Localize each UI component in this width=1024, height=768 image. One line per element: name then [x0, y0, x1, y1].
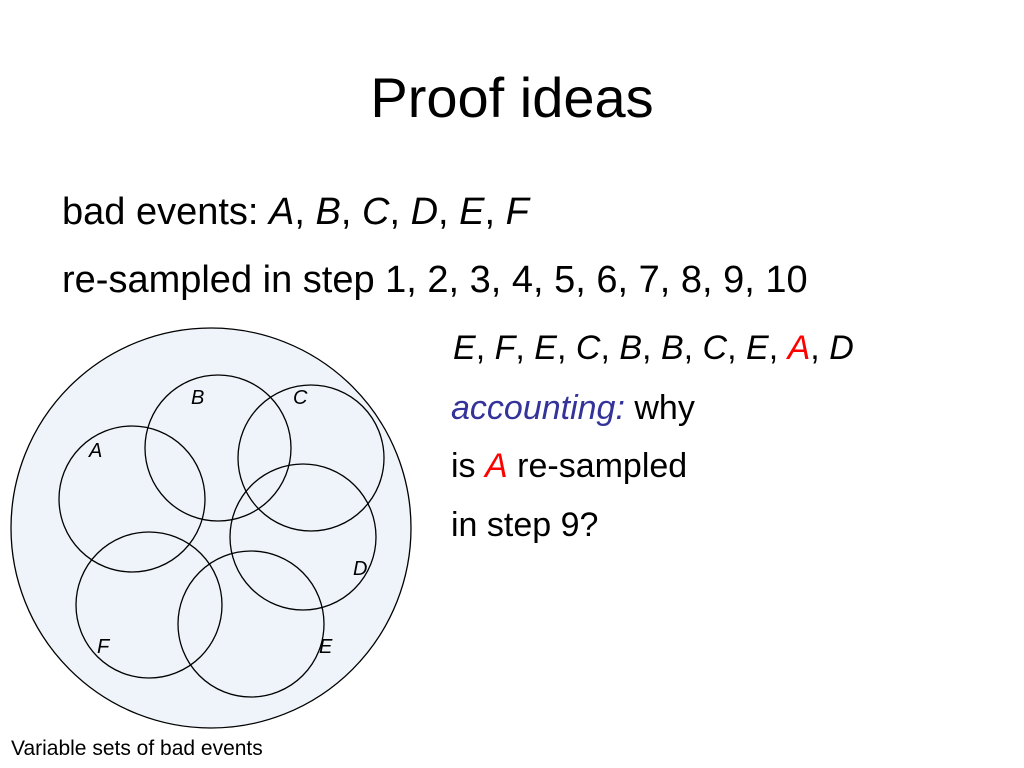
sequence-event: E	[453, 329, 476, 367]
bad-event-separator: ,	[294, 191, 316, 233]
sequence-event: B	[660, 329, 684, 367]
bad-event-separator: ,	[340, 191, 363, 233]
question-line-3: in step 9?	[451, 503, 598, 547]
slide-title: Proof ideas	[370, 66, 654, 129]
resample-steps: 1, 2, 3, 4, 5, 6, 7, 8, 9, 10	[385, 259, 808, 301]
set-c-circle	[237, 384, 385, 532]
question-line-2: is A re-sampled	[451, 444, 687, 488]
sequence-separator: ,	[642, 329, 661, 367]
sequence-event: D	[829, 329, 854, 367]
bad-event-a: A	[269, 191, 295, 233]
set-a-label: A	[88, 440, 102, 462]
accounting-label: accounting:	[451, 389, 625, 427]
diagram-caption: Variable sets of bad events	[11, 737, 263, 760]
question-step: in step 9?	[451, 506, 599, 544]
bad-events-line: bad events: A, B, C, D, E, F	[62, 188, 529, 236]
resample-prefix: re-sampled in step	[62, 259, 386, 301]
sequence-event: C	[702, 329, 728, 367]
bad-event-c: C	[362, 191, 390, 233]
sequence-separator: ,	[810, 329, 830, 367]
sequence-event: B	[619, 329, 643, 367]
bad-events-prefix: bad events:	[62, 191, 270, 233]
set-b-circle	[144, 374, 292, 522]
sequence-event: F	[494, 329, 516, 367]
sequence-separator: ,	[515, 329, 535, 367]
sequence-separator: ,	[727, 329, 746, 367]
sequence-separator: ,	[600, 329, 620, 367]
sequence-event: E	[534, 329, 557, 367]
sequence-separator: ,	[556, 329, 576, 367]
sequence-event: C	[575, 329, 601, 367]
question-why: why	[624, 389, 695, 427]
question-event: A	[485, 447, 508, 485]
resample-sequence: E, F, E, C, B, B, C, E, A, D	[453, 326, 854, 370]
sequence-event-highlighted: A	[787, 329, 811, 367]
bad-event-f: F	[505, 191, 529, 233]
bad-event-separator: ,	[389, 191, 411, 233]
bad-event-separator: ,	[438, 191, 460, 233]
sequence-separator: ,	[683, 329, 703, 367]
question-line-1: accounting: why	[451, 386, 695, 430]
set-a-circle	[58, 425, 206, 573]
bad-event-e: E	[459, 191, 485, 233]
set-d-circle	[229, 463, 377, 611]
set-f-circle	[75, 531, 223, 679]
question-resampled: re-sampled	[507, 447, 688, 485]
sequence-separator: ,	[768, 329, 788, 367]
resample-line: re-sampled in step 1, 2, 3, 4, 5, 6, 7, …	[62, 256, 808, 304]
set-b-label: B	[191, 387, 204, 409]
question-is: is	[451, 447, 485, 485]
bad-event-d: D	[410, 191, 439, 233]
set-d-label: D	[353, 558, 367, 580]
bad-event-b: B	[315, 191, 341, 233]
sequence-event: E	[746, 329, 769, 367]
set-e-label: E	[319, 636, 333, 658]
sequence-separator: ,	[475, 329, 495, 367]
universe-circle	[10, 327, 412, 729]
set-f-label: F	[97, 636, 111, 658]
set-c-label: C	[293, 387, 308, 409]
set-e-circle	[177, 550, 325, 698]
bad-event-separator: ,	[484, 191, 506, 233]
